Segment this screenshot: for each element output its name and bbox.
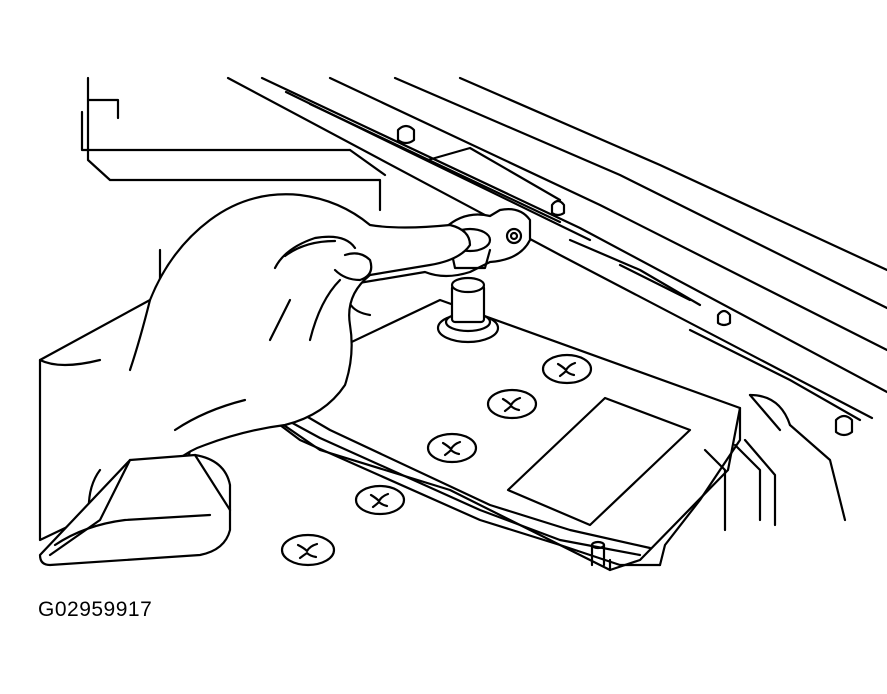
battery-terminal-post [436, 276, 500, 344]
foreground-block [38, 453, 232, 567]
cell-cap-4 [354, 484, 406, 516]
battery-cell-caps [280, 353, 593, 567]
cell-cap-3 [426, 432, 478, 464]
figure-code-label: G02959917 [38, 598, 153, 621]
frame-rails [226, 76, 887, 437]
cell-cap-5 [280, 533, 336, 567]
cell-cap-1 [541, 353, 593, 385]
cell-cap-2 [486, 388, 538, 420]
hand [38, 193, 472, 542]
